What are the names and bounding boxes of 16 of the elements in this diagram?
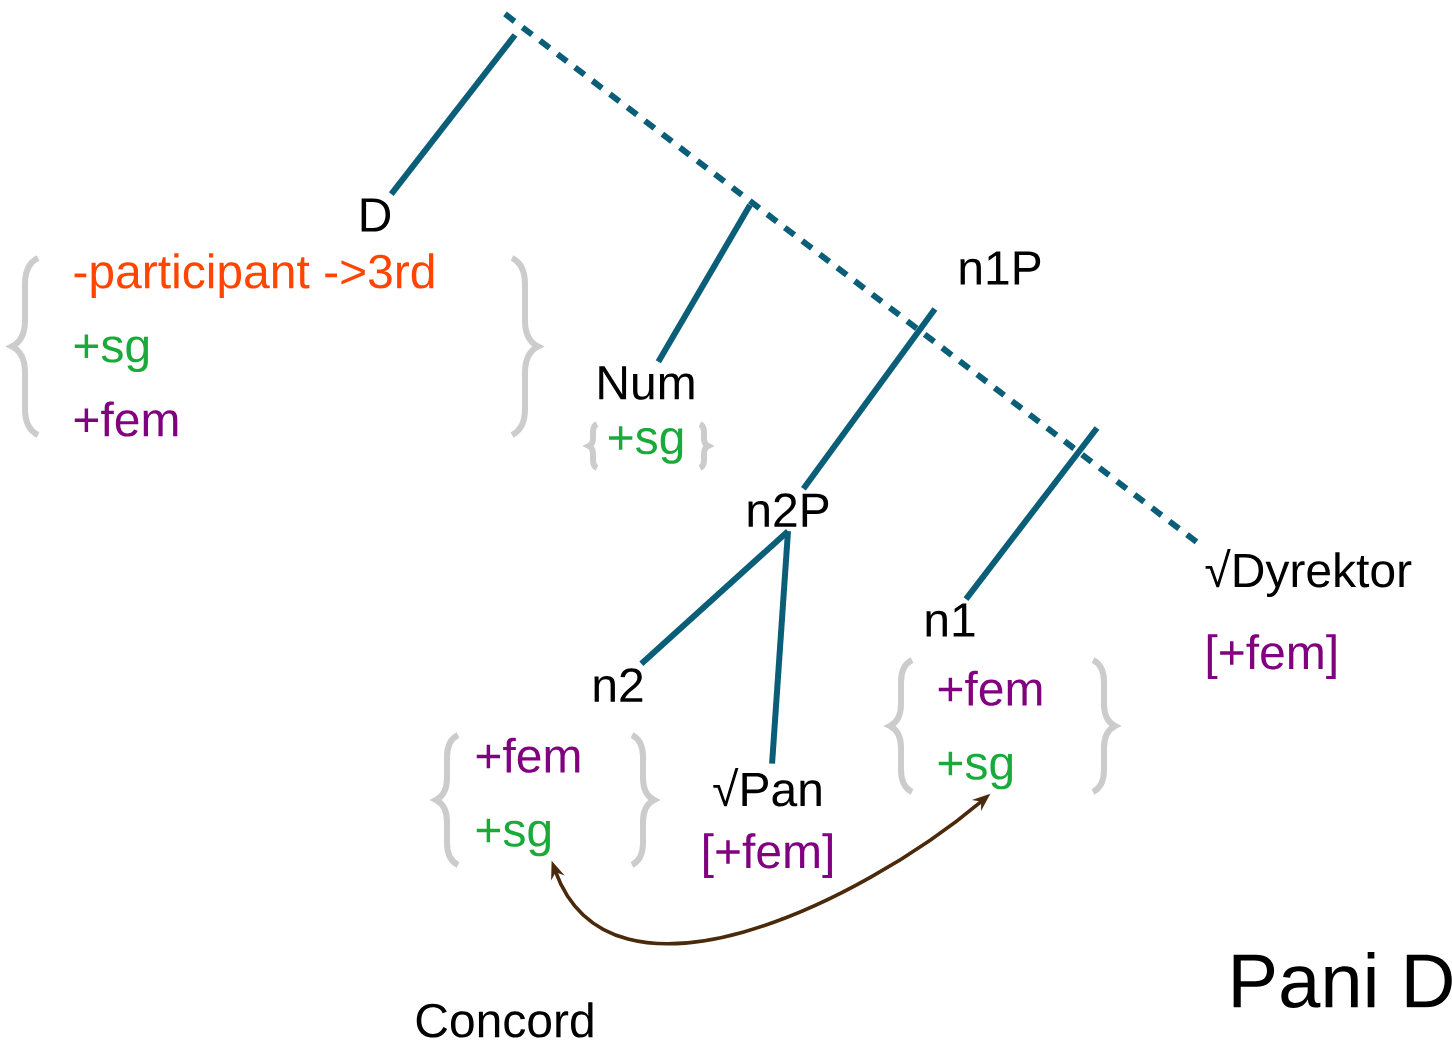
- annotation: Concord: [416, 1002, 593, 1038]
- branch-line: [963, 426, 1100, 601]
- branch-line: [655, 203, 753, 364]
- tree-label: n1P: [960, 251, 1041, 285]
- branch-line: [801, 307, 938, 491]
- tree-label: D: [361, 198, 391, 232]
- root-label: √Dyrektor [+fem]: [1205, 549, 1412, 679]
- tree-label: n2P: [748, 493, 829, 527]
- tree-label: Num: [599, 366, 694, 400]
- tree-label: n1: [926, 603, 975, 637]
- branch-line: [769, 530, 791, 764]
- phrase-text: Pani D: [1233, 952, 1452, 1008]
- root-label: √Pan [+fem]: [704, 768, 832, 878]
- branch-line: [639, 528, 790, 667]
- branch-line: [388, 33, 518, 196]
- tree-label: n2: [594, 668, 643, 702]
